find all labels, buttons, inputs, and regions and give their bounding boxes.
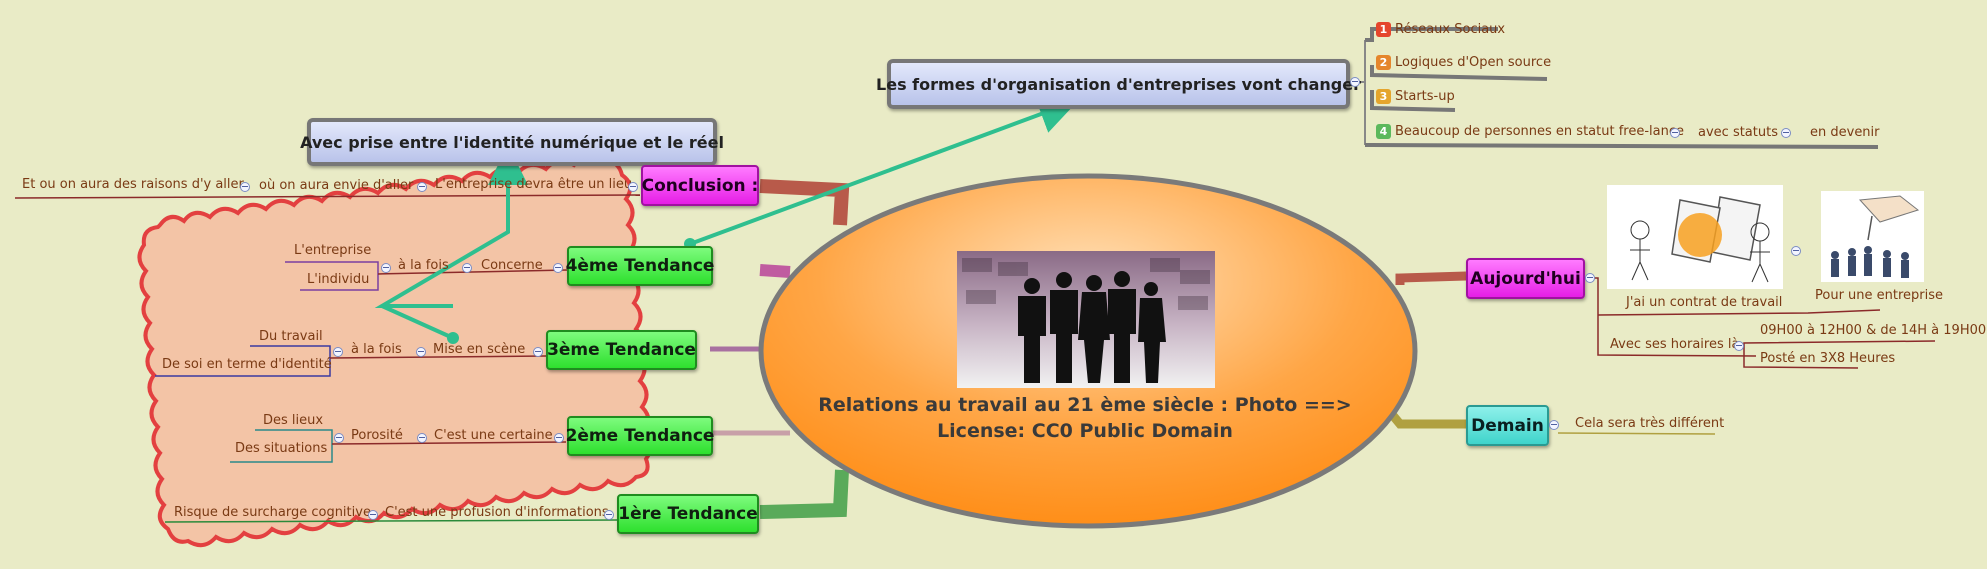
top-item4-sub1[interactable]: avec statuts xyxy=(1698,125,1778,140)
top-item-4[interactable]: 4 Beaucoup de personnes en statut free-la… xyxy=(1376,124,1684,140)
tendance2-leaf-1[interactable]: Des lieux xyxy=(263,413,324,428)
tendance1-sub[interactable]: Risque de surcharge cognitive xyxy=(174,505,371,520)
conclusion-grandchild[interactable]: où on aura envie d'aller xyxy=(259,178,414,193)
center-topic[interactable]: Relations au travail au 21 ème siècle : … xyxy=(770,392,1400,444)
collapse-icon[interactable] xyxy=(533,347,543,357)
branch-aujourdhui xyxy=(1395,271,1467,285)
node-tendance-1[interactable]: 1ère Tendance xyxy=(617,494,759,534)
tendance2-leaf-2[interactable]: Des situations xyxy=(235,441,328,456)
arrow-to-organisation xyxy=(689,95,1079,246)
tendance3-sub[interactable]: à la fois xyxy=(351,342,402,357)
tendance4-leaf-1[interactable]: L'entreprise xyxy=(294,243,372,258)
conclusion-great[interactable]: Et ou on aura des raisons d'y aller xyxy=(22,177,244,192)
arrow-to-identity xyxy=(374,145,528,308)
collapse-icon[interactable] xyxy=(334,433,344,443)
collapse-icon[interactable] xyxy=(1734,341,1744,351)
priority-2-icon: 2 xyxy=(1376,55,1391,70)
collapse-icon[interactable] xyxy=(1549,420,1559,430)
sketch-contract-image xyxy=(1607,185,1783,289)
branch-conclusion xyxy=(759,179,850,226)
collapse-icon[interactable] xyxy=(1350,77,1360,87)
tendance3-leaf-1[interactable]: Du travail xyxy=(259,329,323,344)
tendance4-leaf-2[interactable]: L'individu xyxy=(307,272,370,287)
priority-1-icon: 1 xyxy=(1376,22,1391,37)
collapse-icon[interactable] xyxy=(333,347,343,357)
node-demain[interactable]: Demain xyxy=(1466,405,1549,446)
arrow-link xyxy=(381,304,454,340)
node-conclusion[interactable]: Conclusion : xyxy=(641,165,759,206)
collapse-icon[interactable] xyxy=(417,182,427,192)
top-item-1-label: Réseaux Sociaux xyxy=(1395,22,1506,37)
collapse-icon[interactable] xyxy=(462,263,472,273)
branch-t4 xyxy=(759,264,791,278)
collapse-icon[interactable] xyxy=(604,510,614,520)
collapse-icon[interactable] xyxy=(240,182,250,192)
node-tendance-2[interactable]: 2ème Tendance xyxy=(566,416,714,456)
center-title-line2: License: CC0 Public Domain xyxy=(937,420,1233,442)
aujourdhui-item-1-sub[interactable]: Pour une entreprise xyxy=(1815,288,1944,303)
center-title-line1: Relations au travail au 21 ème siècle : … xyxy=(818,394,1352,416)
collapse-icon[interactable] xyxy=(1585,273,1595,283)
top-item-3-label: Starts-up xyxy=(1395,89,1455,104)
tendance2-child[interactable]: C'est une certaine xyxy=(434,428,553,443)
conclusion-child[interactable]: L'entreprise devra être un lieu xyxy=(435,177,633,192)
aujourdhui-item-2[interactable]: Avec ses horaires là xyxy=(1610,337,1740,352)
top-item-4-label: Beaucoup de personnes en statut free-lan… xyxy=(1395,124,1684,139)
trends-cloud xyxy=(137,154,653,548)
top-item-2[interactable]: 2 Logiques d'Open source xyxy=(1376,55,1551,71)
collapse-icon[interactable] xyxy=(1781,128,1791,138)
sketch-hand-image xyxy=(1821,191,1924,282)
collapse-icon[interactable] xyxy=(381,263,391,273)
collapse-icon[interactable] xyxy=(554,433,564,443)
node-identity[interactable]: Avec prise entre l'identité numérique et… xyxy=(300,118,724,166)
node-aujourdhui[interactable]: Aujourd'hui xyxy=(1466,258,1585,299)
node-tendance-4[interactable]: 4ème Tendance xyxy=(566,246,714,286)
priority-3-icon: 3 xyxy=(1376,89,1391,104)
collapse-icon[interactable] xyxy=(416,347,426,357)
collapse-icon[interactable] xyxy=(628,182,638,192)
collapse-icon[interactable] xyxy=(1791,246,1801,256)
tendance4-child[interactable]: Concerne xyxy=(481,258,543,273)
aujourdhui-item-2-sub-1[interactable]: 09H00 à 12H00 & de 14H à 19H00 xyxy=(1760,323,1987,338)
tendance3-child[interactable]: Mise en scène xyxy=(433,342,526,357)
collapse-icon[interactable] xyxy=(368,510,378,520)
tendance4-sub[interactable]: à la fois xyxy=(398,258,449,273)
collapse-icon[interactable] xyxy=(1670,128,1680,138)
aujourdhui-item-1[interactable]: J'ai un contrat de travail xyxy=(1626,295,1783,310)
demain-child[interactable]: Cela sera très différent xyxy=(1575,416,1725,431)
collapse-icon[interactable] xyxy=(553,263,563,273)
branch-t1 xyxy=(759,469,849,519)
collapse-icon[interactable] xyxy=(417,433,427,443)
top-item4-sub2[interactable]: en devenir xyxy=(1810,125,1880,140)
tendance3-leaf-2[interactable]: De soi en terme d'identité xyxy=(162,357,332,372)
tendance2-sub[interactable]: Porosité xyxy=(351,428,403,443)
top-item-3[interactable]: 3 Starts-up xyxy=(1376,89,1455,105)
tendance1-child[interactable]: C'est une profusion d'informations xyxy=(385,505,609,520)
priority-4-icon: 4 xyxy=(1376,124,1391,139)
aujourdhui-item-2-sub-2[interactable]: Posté en 3X8 Heures xyxy=(1760,351,1896,366)
branch-demain xyxy=(1386,409,1466,429)
node-tendance-3[interactable]: 3ème Tendance xyxy=(546,330,697,370)
top-item-1[interactable]: 1 Réseaux Sociaux xyxy=(1376,22,1505,38)
top-item-2-label: Logiques d'Open source xyxy=(1395,55,1552,70)
node-organisation[interactable]: Les formes d'organisation d'entreprises … xyxy=(876,59,1361,109)
